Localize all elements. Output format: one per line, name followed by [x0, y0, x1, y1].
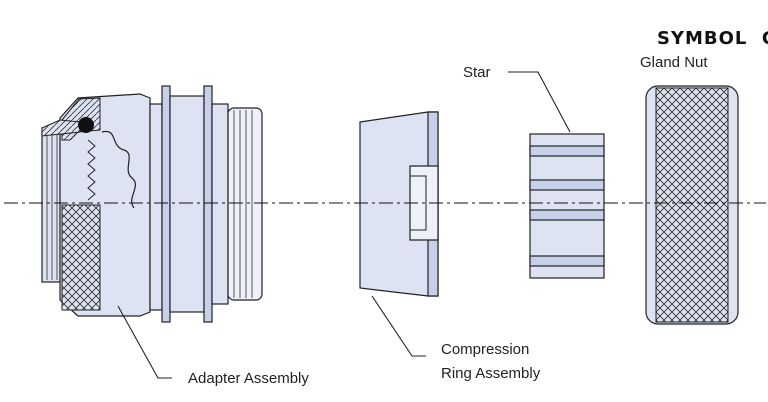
gland-nut — [645, 85, 739, 325]
label-compression: Compression — [441, 341, 529, 358]
label-adapter-assembly: Adapter Assembly — [188, 370, 309, 387]
adapter-assembly — [41, 85, 263, 323]
label-gland-nut: Gland Nut — [640, 54, 708, 71]
adapter-leader — [117, 305, 172, 379]
label-ring-assembly: Ring Assembly — [441, 365, 541, 382]
compression-leader — [371, 295, 426, 357]
star-leader — [508, 71, 571, 133]
star-part — [529, 133, 605, 279]
diagram-title: SYMBOL G — [657, 28, 768, 49]
label-star: Star — [463, 64, 491, 81]
compression-ring-assembly — [359, 111, 439, 297]
o-ring — [78, 117, 94, 133]
